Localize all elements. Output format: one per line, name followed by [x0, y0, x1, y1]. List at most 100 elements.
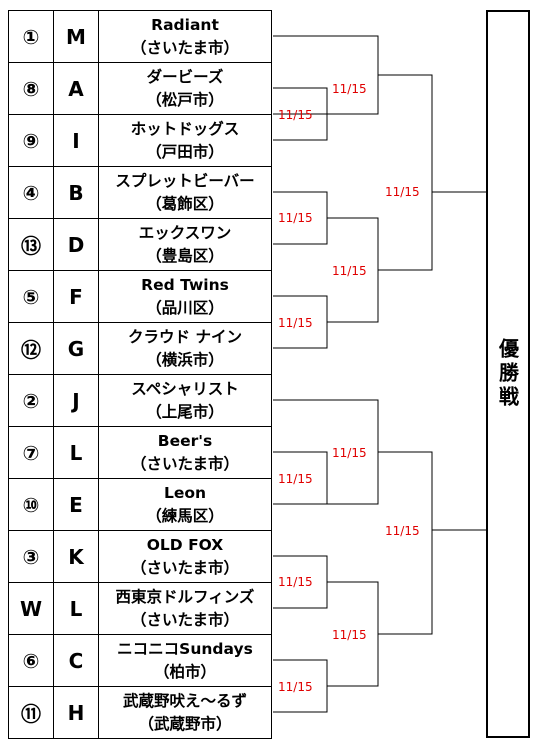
table-row: ⑧ A ダービーズ （松戸市） — [8, 62, 272, 115]
match-date-r1-b: 11/15 — [278, 211, 313, 225]
code-cell: H — [53, 686, 99, 739]
code-cell: K — [53, 530, 99, 583]
team-city: （柏市） — [153, 662, 216, 681]
team-city: （戸田市） — [146, 142, 224, 161]
team-name: エックスワン — [138, 223, 232, 242]
team-cell: クラウド ナイン （横浜市） — [98, 322, 272, 375]
table-row: ① M Radiant （さいたま市） — [8, 10, 272, 63]
team-city: （さいたま市） — [130, 610, 240, 629]
team-cell: Red Twins （品川区） — [98, 270, 272, 323]
seed-cell: ⑨ — [8, 114, 54, 167]
team-name: OLD FOX — [146, 535, 224, 554]
code-cell: M — [53, 10, 99, 63]
match-date-sf-a: 11/15 — [385, 185, 420, 199]
seed-cell: ① — [8, 10, 54, 63]
team-name: Leon — [163, 483, 207, 502]
match-date-r1-c: 11/15 — [278, 316, 313, 330]
match-date-qf-a: 11/15 — [332, 82, 367, 96]
seed-cell: ⑬ — [8, 218, 54, 271]
team-city: （葛飾区） — [146, 194, 224, 213]
team-table: ① M Radiant （さいたま市） ⑧ A ダービーズ （松戸市） ⑨ I … — [8, 10, 272, 739]
seed-cell: ⑩ — [8, 478, 54, 531]
team-name: 西東京ドルフィンズ — [115, 587, 255, 606]
table-row: ⑤ F Red Twins （品川区） — [8, 270, 272, 323]
team-cell: ニコニコSundays （柏市） — [98, 634, 272, 687]
table-row: ⑫ G クラウド ナイン （横浜市） — [8, 322, 272, 375]
team-cell: ホットドッグス （戸田市） — [98, 114, 272, 167]
seed-cell: ⑥ — [8, 634, 54, 687]
team-cell: スペシャリスト （上尾市） — [98, 374, 272, 427]
team-cell: Beer's （さいたま市） — [98, 426, 272, 479]
team-name: ホットドッグス — [130, 119, 240, 138]
team-name: スペシャリスト — [131, 379, 239, 398]
team-city: （品川区） — [146, 298, 224, 317]
team-cell: エックスワン （豊島区） — [98, 218, 272, 271]
final-label: 優勝戦 — [495, 338, 520, 410]
match-date-r1-d: 11/15 — [278, 472, 313, 486]
team-name: クラウド ナイン — [128, 327, 242, 346]
table-row: ⑨ I ホットドッグス （戸田市） — [8, 114, 272, 167]
bracket-sf-a — [378, 74, 433, 271]
seed-cell: W — [8, 582, 54, 635]
code-cell: D — [53, 218, 99, 271]
code-cell: G — [53, 322, 99, 375]
code-cell: L — [53, 426, 99, 479]
team-name: ニコニコSundays — [117, 639, 253, 658]
team-cell: 西東京ドルフィンズ （さいたま市） — [98, 582, 272, 635]
table-row: ③ K OLD FOX （さいたま市） — [8, 530, 272, 583]
bracket-r1-d — [273, 451, 328, 505]
team-city: （練馬区） — [146, 506, 224, 525]
code-cell: A — [53, 62, 99, 115]
seed-cell: ⑦ — [8, 426, 54, 479]
table-row: W L 西東京ドルフィンズ （さいたま市） — [8, 582, 272, 635]
team-city: （武蔵野市） — [138, 714, 232, 733]
table-row: ② J スペシャリスト （上尾市） — [8, 374, 272, 427]
seed-cell: ⑤ — [8, 270, 54, 323]
match-date-qf-c: 11/15 — [332, 446, 367, 460]
team-name: ダービーズ — [146, 67, 224, 86]
code-cell: J — [53, 374, 99, 427]
match-date-qf-b: 11/15 — [332, 264, 367, 278]
table-row: ⑥ C ニコニコSundays （柏市） — [8, 634, 272, 687]
code-cell: L — [53, 582, 99, 635]
table-row: ⑪ H 武蔵野吠え～るず （武蔵野市） — [8, 686, 272, 739]
team-name: Beer's — [157, 431, 213, 450]
team-cell: 武蔵野吠え～るず （武蔵野市） — [98, 686, 272, 739]
match-date-qf-d: 11/15 — [332, 628, 367, 642]
code-cell: E — [53, 478, 99, 531]
bracket-r1-a — [273, 87, 328, 141]
seed-cell: ③ — [8, 530, 54, 583]
team-city: （上尾市） — [146, 402, 224, 421]
team-cell: スプレットビーバー （葛飾区） — [98, 166, 272, 219]
team-name: Red Twins — [141, 275, 229, 294]
team-name: 武蔵野吠え～るず — [122, 691, 247, 710]
seed-cell: ⑫ — [8, 322, 54, 375]
match-date-sf-b: 11/15 — [385, 524, 420, 538]
team-cell: Radiant （さいたま市） — [98, 10, 272, 63]
table-row: ④ B スプレットビーバー （葛飾区） — [8, 166, 272, 219]
seed-cell: ⑧ — [8, 62, 54, 115]
table-row: ⑬ D エックスワン （豊島区） — [8, 218, 272, 271]
team-city: （豊島区） — [146, 246, 224, 265]
code-cell: I — [53, 114, 99, 167]
bracket-sf-b — [378, 451, 433, 635]
table-row: ⑩ E Leon （練馬区） — [8, 478, 272, 531]
bracket-qf-a — [273, 35, 379, 115]
seed-cell: ② — [8, 374, 54, 427]
match-date-r1-a: 11/15 — [278, 108, 313, 122]
code-cell: F — [53, 270, 99, 323]
seed-cell: ④ — [8, 166, 54, 219]
team-city: （さいたま市） — [130, 558, 240, 577]
team-cell: ダービーズ （松戸市） — [98, 62, 272, 115]
code-cell: C — [53, 634, 99, 687]
match-date-r1-f: 11/15 — [278, 680, 313, 694]
final-box: 優勝戦 — [486, 10, 530, 738]
team-city: （さいたま市） — [130, 454, 240, 473]
team-city: （さいたま市） — [130, 38, 240, 57]
seed-cell: ⑪ — [8, 686, 54, 739]
team-cell: Leon （練馬区） — [98, 478, 272, 531]
team-name: Radiant — [151, 15, 219, 34]
table-row: ⑦ L Beer's （さいたま市） — [8, 426, 272, 479]
team-city: （横浜市） — [146, 350, 224, 369]
